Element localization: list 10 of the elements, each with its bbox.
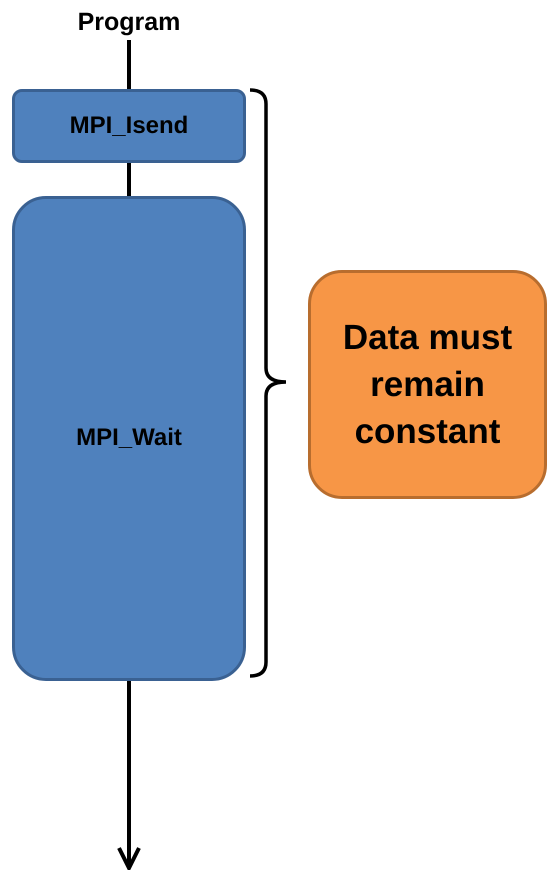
flow-line bbox=[127, 163, 131, 196]
node-label: MPI_Wait bbox=[76, 424, 182, 453]
flow-line bbox=[127, 40, 131, 89]
node-label: Program bbox=[78, 7, 180, 37]
process-box bbox=[12, 89, 246, 163]
flow-arrow bbox=[117, 681, 141, 870]
node-label: Data must remain constant bbox=[342, 316, 514, 454]
process-box bbox=[12, 196, 246, 681]
note-box bbox=[308, 270, 547, 499]
node-label: MPI_Isend bbox=[70, 112, 188, 140]
